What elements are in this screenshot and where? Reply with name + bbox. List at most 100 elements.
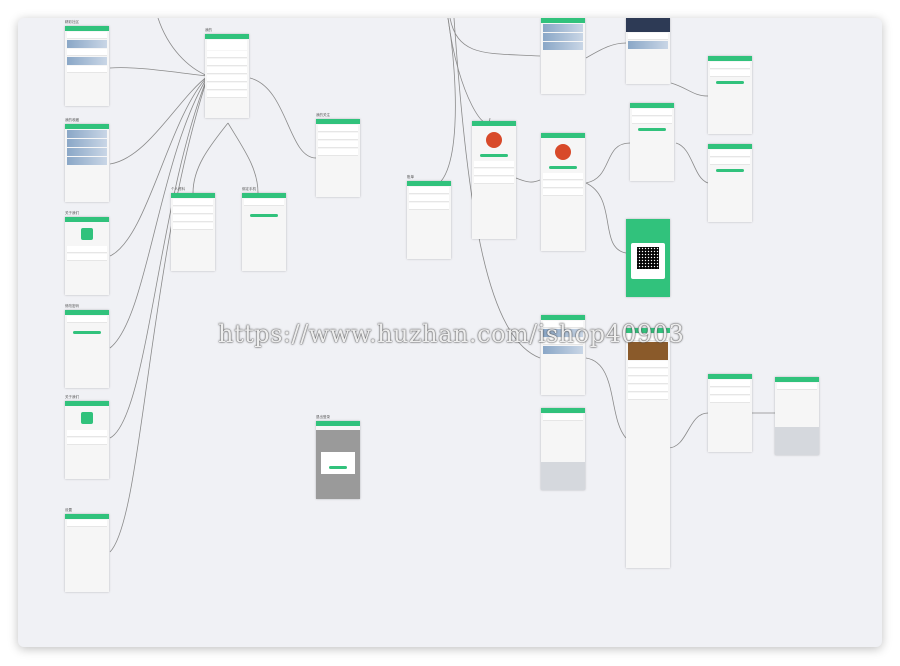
phone-field[interactable] <box>244 199 284 206</box>
submit-button[interactable] <box>73 331 101 334</box>
screen-logout-dialog[interactable] <box>316 421 360 499</box>
list-item[interactable] <box>318 141 358 148</box>
comment-item[interactable] <box>628 393 668 400</box>
screen-change-password[interactable] <box>65 310 109 388</box>
screen-community-feed[interactable] <box>65 26 109 106</box>
screen-my-profile[interactable] <box>205 34 249 118</box>
screen-about-us[interactable] <box>65 217 109 295</box>
list-item[interactable] <box>318 149 358 156</box>
submit-button[interactable] <box>716 81 744 84</box>
submit-button[interactable] <box>638 128 666 131</box>
screen-personal-info[interactable] <box>171 193 215 271</box>
screen-settings[interactable] <box>65 514 109 592</box>
form-field[interactable] <box>710 70 750 77</box>
password-field[interactable] <box>67 316 107 323</box>
menu-item[interactable] <box>207 51 247 58</box>
comment-item[interactable] <box>628 385 668 392</box>
form-field[interactable] <box>710 150 750 157</box>
menu-item[interactable] <box>207 67 247 74</box>
screen-reward-a[interactable] <box>472 121 516 239</box>
screen-reward-b[interactable] <box>541 133 585 251</box>
list-item[interactable] <box>173 223 213 230</box>
submit-button[interactable] <box>716 169 744 172</box>
text-input[interactable] <box>543 414 583 421</box>
screen-article[interactable] <box>626 328 670 568</box>
prototype-canvas[interactable]: 精彩社区 我的收藏 关于我们 修改密码 关于我们 设置 <box>18 18 882 647</box>
comment-item[interactable] <box>710 396 750 403</box>
form-field[interactable] <box>710 158 750 165</box>
list-item[interactable] <box>543 189 583 196</box>
text-block <box>628 361 668 368</box>
confirm-logout-button[interactable] <box>329 466 347 469</box>
screen-select[interactable] <box>630 103 674 181</box>
keyboard[interactable] <box>541 462 585 490</box>
screen-article-detail[interactable] <box>626 18 670 84</box>
list-item[interactable] <box>67 430 107 437</box>
screen-form-b[interactable] <box>708 144 752 222</box>
list-item[interactable] <box>543 173 583 180</box>
screen-bind-phone[interactable] <box>242 193 286 271</box>
post-image <box>67 40 107 48</box>
post-image <box>543 33 583 41</box>
comment-item[interactable] <box>777 383 817 390</box>
menu-item[interactable] <box>207 75 247 82</box>
list-item[interactable] <box>409 187 449 194</box>
list-item[interactable] <box>173 215 213 222</box>
list-item[interactable] <box>67 438 107 445</box>
post-image <box>67 130 107 138</box>
list-item[interactable] <box>409 203 449 210</box>
overlay <box>316 430 360 499</box>
menu-item[interactable] <box>207 91 247 98</box>
list-item[interactable] <box>67 246 107 253</box>
menu-item[interactable] <box>207 59 247 66</box>
option-item[interactable] <box>632 117 672 124</box>
list-item[interactable] <box>474 169 514 176</box>
screen-compose[interactable] <box>541 408 585 490</box>
list-item[interactable] <box>409 195 449 202</box>
screen-form-a[interactable] <box>708 56 752 134</box>
comment-item[interactable] <box>628 377 668 384</box>
frame-label: 账单 <box>407 175 414 179</box>
list-item[interactable] <box>67 520 107 527</box>
hero-image <box>626 18 670 32</box>
option-item[interactable] <box>632 109 672 116</box>
list-item[interactable] <box>543 321 583 328</box>
qr-panel <box>631 243 665 279</box>
screen-qr-code[interactable] <box>626 219 670 297</box>
comment-item[interactable] <box>628 369 668 376</box>
screen-about-us-2[interactable] <box>65 401 109 479</box>
list-item[interactable] <box>318 133 358 140</box>
list-item[interactable] <box>318 125 358 132</box>
list-item[interactable] <box>67 49 107 56</box>
screen-comments[interactable] <box>708 374 752 452</box>
screen-article-list[interactable] <box>541 18 585 94</box>
confirm-button[interactable] <box>250 214 278 217</box>
connector <box>427 18 456 189</box>
keyboard[interactable] <box>775 427 819 455</box>
screen-bill[interactable] <box>407 181 451 259</box>
list-item[interactable] <box>67 66 107 73</box>
post-image <box>543 42 583 50</box>
screen-feed[interactable] <box>541 315 585 395</box>
reward-button[interactable] <box>549 166 577 169</box>
frame-label: 设置 <box>65 508 72 512</box>
connector <box>109 75 209 165</box>
list-item[interactable] <box>67 254 107 261</box>
list-item[interactable] <box>543 338 583 345</box>
list-item[interactable] <box>474 177 514 184</box>
screen-my-follows[interactable] <box>316 119 360 197</box>
frame-label: 我的关注 <box>316 113 330 117</box>
list-item[interactable] <box>474 161 514 168</box>
list-item[interactable] <box>173 199 213 206</box>
screen-reply[interactable] <box>775 377 819 455</box>
comment-item[interactable] <box>710 388 750 395</box>
menu-item[interactable] <box>207 83 247 90</box>
form-field[interactable] <box>710 62 750 69</box>
reward-button[interactable] <box>480 154 508 157</box>
comment-item[interactable] <box>710 380 750 387</box>
connector <box>585 42 627 59</box>
list-item[interactable] <box>543 181 583 188</box>
list-item[interactable] <box>173 207 213 214</box>
screen-favorites[interactable] <box>65 124 109 202</box>
list-item[interactable] <box>67 32 107 39</box>
